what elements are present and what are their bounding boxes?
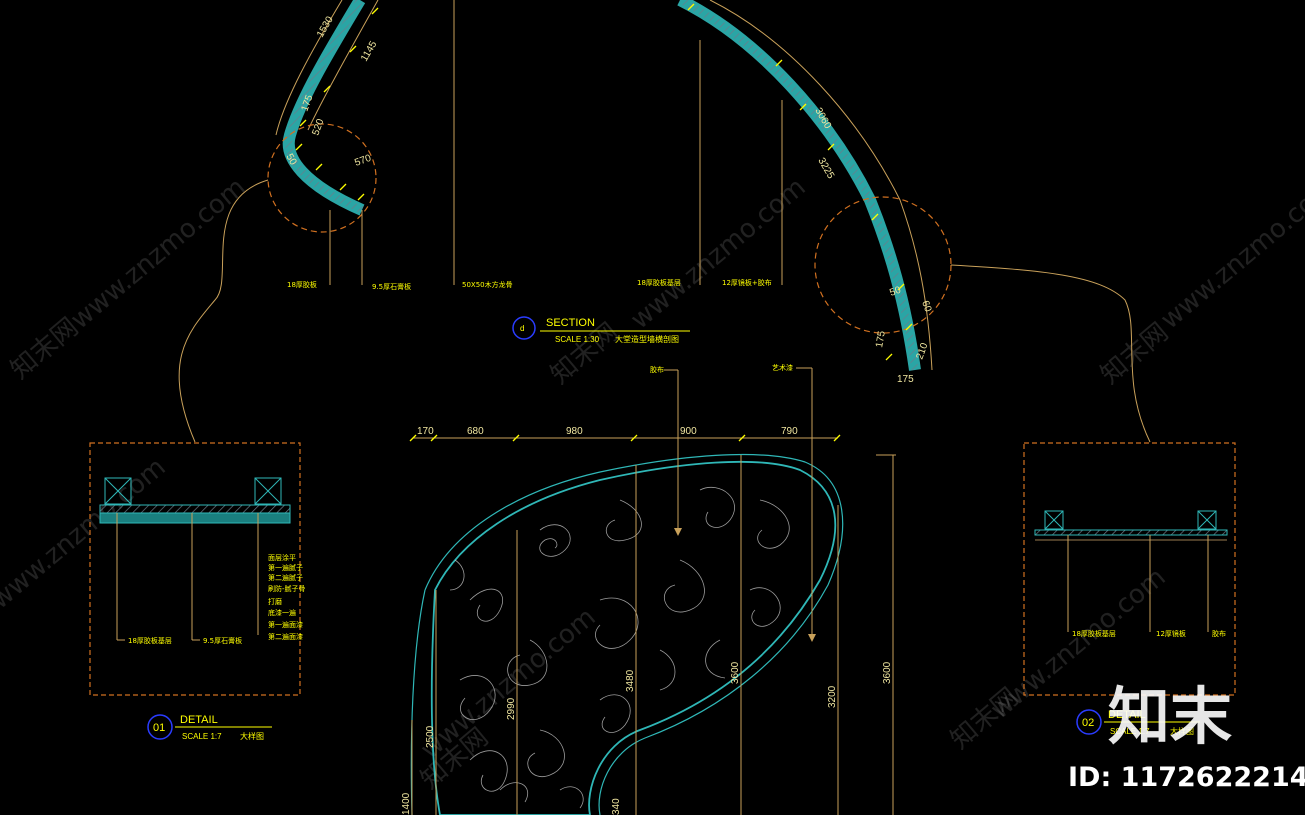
vert-dim: 3600 — [730, 661, 741, 684]
detail02-scale: SCALE 1:7 — [1110, 727, 1150, 736]
detail01-title: DETAIL — [180, 714, 218, 726]
vert-dim: 3600 — [882, 661, 893, 684]
label-timber: 50X50木方龙骨 — [462, 280, 513, 289]
horiz-dim: 900 — [680, 426, 697, 437]
watermark-text: www.znzmo.com — [65, 172, 251, 335]
callout: 第二遍腻子 — [268, 573, 303, 582]
arc-dim: 3225 — [815, 156, 836, 181]
vert-dim: 2500 — [425, 725, 436, 748]
detail02-title: DETAIL — [1108, 709, 1146, 721]
callout: 打磨 — [268, 597, 282, 606]
section-marker: d — [520, 324, 524, 333]
callout: 底漆一遍 — [268, 608, 296, 617]
arc-dim: 175 — [897, 374, 914, 385]
vert-dim: 2990 — [506, 697, 517, 720]
arc-dim: 50 — [888, 285, 903, 299]
watermark-text: www.znzmo.com — [1155, 172, 1305, 335]
detail01-label: 9.5厚石膏板 — [203, 636, 242, 645]
watermark-text: 知末网 — [5, 312, 84, 385]
label-fabric: 胶布 — [650, 365, 664, 374]
detail01-label: 18厚胶板基层 — [128, 636, 172, 645]
detail-01: 面层涂平 第一遍腻子 第二遍腻子 刷防-腻子骨 打磨 底漆一遍 第一遍面漆 第二… — [89, 442, 306, 741]
arc-dim: 1145 — [359, 39, 379, 64]
horiz-dim: 790 — [781, 426, 798, 437]
arc-dim: 175 — [874, 330, 888, 349]
znzmo-logo: 知末 — [1108, 680, 1232, 753]
vert-dim: 3200 — [827, 685, 838, 708]
label-mirror: 12厚镜板+胶布 — [722, 278, 772, 287]
section-desc: 大堂造型墙横剖图 — [615, 334, 679, 344]
detail-02: 18厚胶板基层 12厚镜板 胶布 02 DETAIL SCALE 1:7 大样图 — [1023, 442, 1236, 736]
label-left-board: 18厚胶板 — [287, 280, 317, 289]
vert-dim: 340 — [611, 798, 622, 815]
label-art-paint: 艺术漆 — [772, 363, 793, 372]
label-stone-board: 9.5厚石膏板 — [372, 282, 411, 291]
callout: 面层涂平 — [268, 553, 296, 562]
detail01-marker: 01 — [153, 722, 165, 734]
callout: 第一遍面漆 — [268, 620, 303, 629]
watermark-text: 知末网 — [1095, 317, 1174, 390]
section-title-block: d SECTION SCALE 1:30 大堂造型墙横剖图 — [512, 316, 690, 344]
detail02-label: 胶布 — [1212, 629, 1226, 638]
watermark-text: www.znzmo.com — [415, 602, 601, 765]
watermark-text: 知末网 — [945, 682, 1024, 755]
detail01-scale: SCALE 1:7 — [182, 732, 222, 741]
callout: 第一遍腻子 — [268, 563, 303, 572]
vert-dim: 3480 — [625, 669, 636, 692]
arc-dim: 570 — [353, 153, 373, 169]
section-title: SECTION — [546, 317, 595, 329]
detail02-desc: 大样图 — [1170, 726, 1194, 736]
vert-dim: 1400 — [401, 792, 412, 815]
detail02-label: 12厚镜板 — [1156, 629, 1186, 638]
detail02-marker: 02 — [1082, 717, 1094, 729]
label-right-board: 18厚胶板基层 — [637, 278, 681, 287]
vertical-dimension-labels: 1400 2500 2990 3480 3600 3200 3600 340 — [401, 661, 893, 815]
horiz-dim: 170 — [417, 426, 434, 437]
detail01-callouts: 面层涂平 第一遍腻子 第二遍腻子 刷防-腻子骨 打磨 底漆一遍 第一遍面漆 第二… — [268, 553, 306, 641]
callout: 第二遍面漆 — [268, 632, 303, 641]
image-id: ID: 1172622214 — [1068, 762, 1305, 793]
arc-dim: 60 — [919, 299, 933, 314]
arc-dim: 50 — [283, 152, 298, 168]
watermark-text: www.znzmo.com — [0, 452, 172, 615]
elevation-view: 170 680 980 900 790 — [401, 363, 896, 815]
horiz-dim: 680 — [467, 426, 484, 437]
section-plan: 1530 1145 175 520 570 50 3060 3225 50 17… — [178, 0, 1151, 443]
section-scale: SCALE 1:30 — [555, 335, 600, 344]
callout: 刷防-腻子骨 — [268, 584, 306, 593]
detail02-label: 18厚胶板基层 — [1072, 629, 1116, 638]
horiz-dim: 980 — [566, 426, 583, 437]
watermark-text: www.znzmo.com — [625, 172, 811, 335]
detail01-desc: 大样图 — [240, 731, 264, 741]
